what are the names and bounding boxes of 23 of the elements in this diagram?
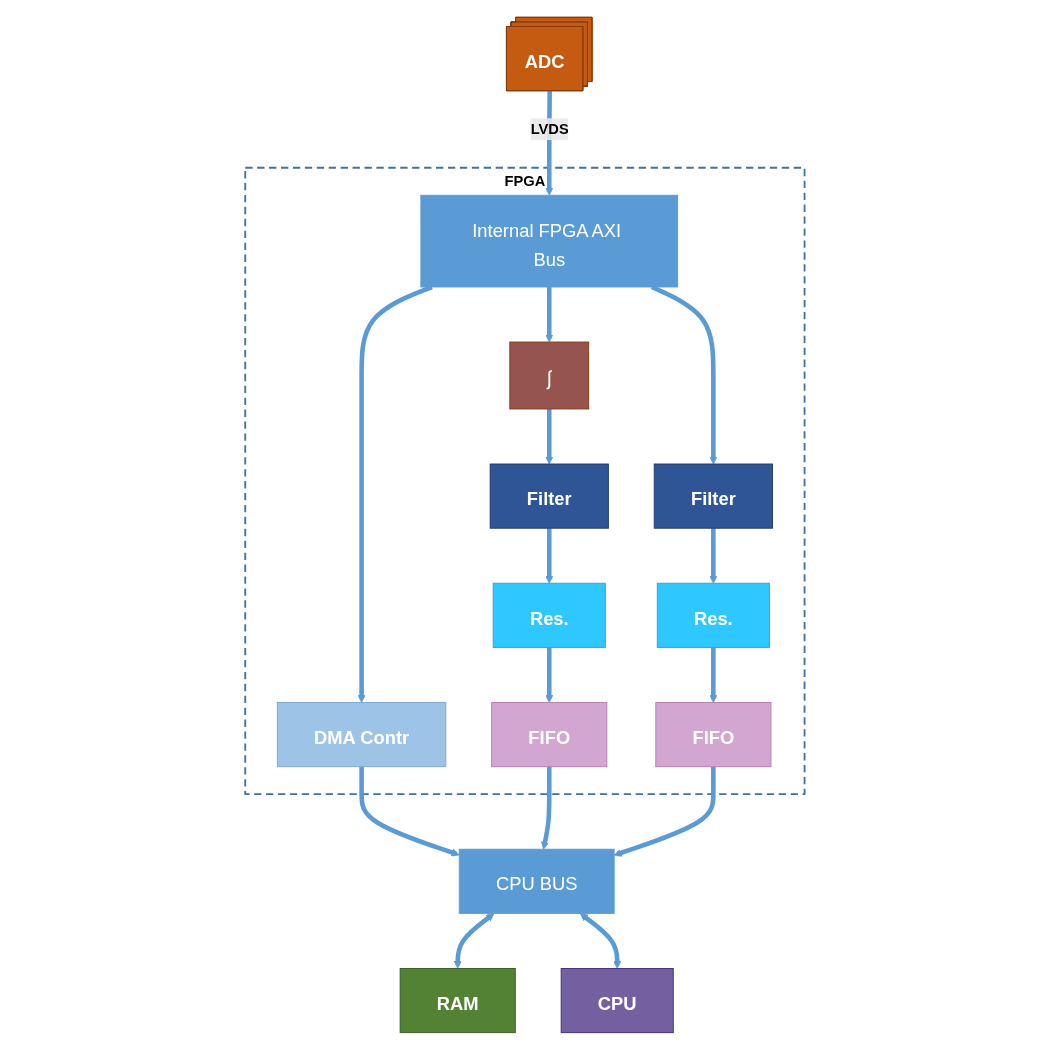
arrow	[580, 913, 622, 969]
arrow	[709, 647, 718, 703]
node-box: Filter	[489, 463, 609, 529]
node-box: DMA Contr	[277, 702, 447, 768]
arrow	[545, 287, 554, 343]
node-box: FIFO	[655, 702, 772, 768]
arrow	[545, 409, 554, 465]
node-box: Res.	[492, 582, 606, 648]
arrow	[613, 766, 716, 857]
node-box: Res.	[656, 582, 770, 648]
node-box: Filter	[653, 463, 773, 529]
node-box: CPU BUS	[458, 848, 615, 914]
node-box: FIFO	[491, 702, 608, 768]
arrow	[453, 913, 495, 969]
arrow	[545, 647, 554, 703]
arrow	[541, 766, 552, 850]
node-box: RAM	[399, 968, 516, 1034]
arrow	[545, 528, 554, 584]
arrow	[709, 528, 718, 584]
node-box: Internal FPGA AXI Bus	[420, 194, 679, 288]
node-box: CPU	[560, 968, 674, 1034]
arrow	[359, 766, 460, 857]
edge-label: LVDS	[530, 120, 569, 137]
